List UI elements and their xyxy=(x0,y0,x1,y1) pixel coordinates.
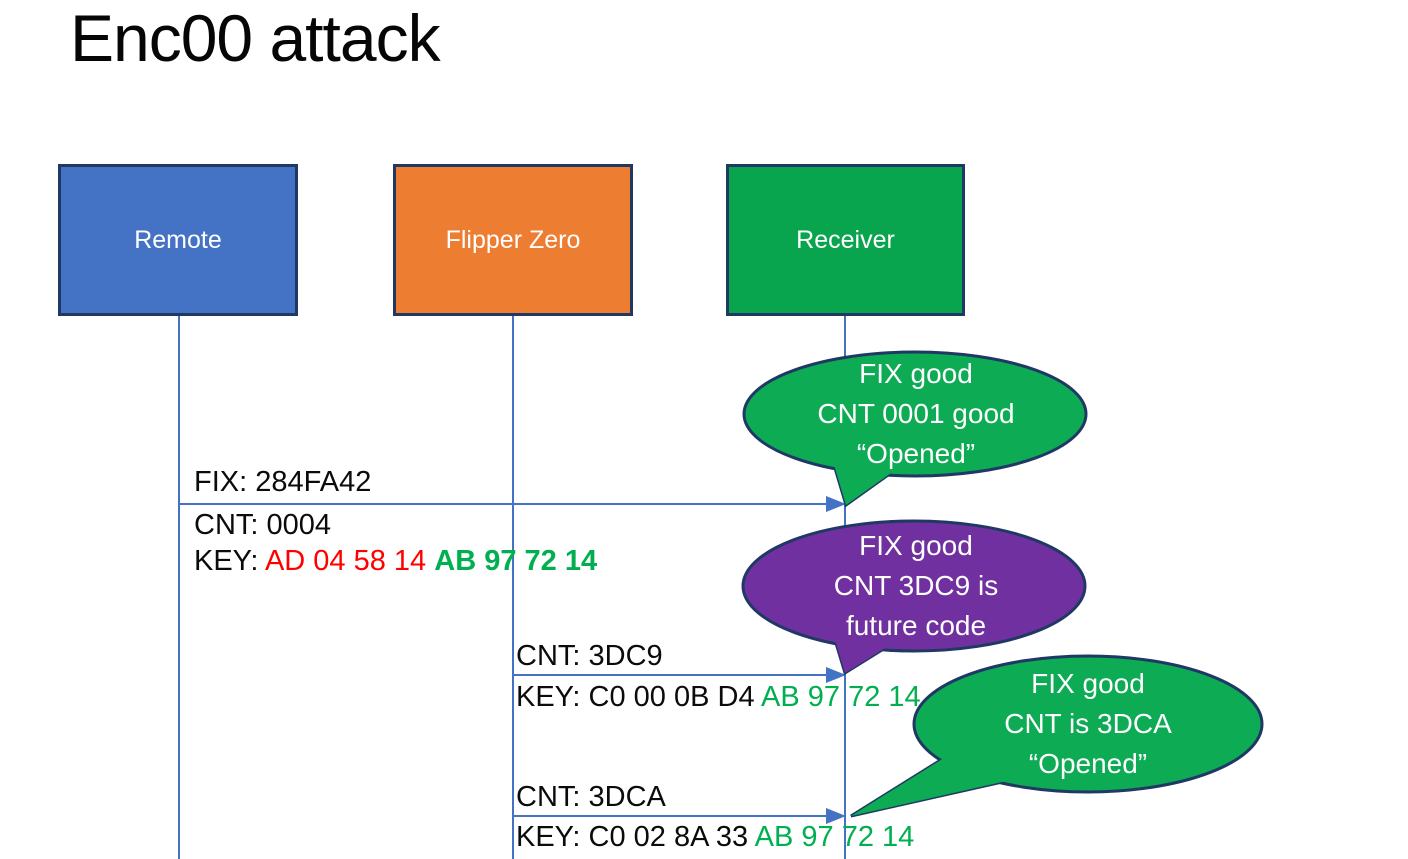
actor-label-receiver: Receiver xyxy=(796,225,895,254)
callout-2-line-1: FIX good xyxy=(859,530,973,561)
message-3-key-prefix: KEY: C0 02 8A 33 xyxy=(516,821,755,853)
message-1-arrow-line xyxy=(179,503,828,505)
callout-1-line-3: “Opened” xyxy=(856,438,976,469)
actor-box-receiver: Receiver xyxy=(726,164,965,316)
message-2-arrow-line xyxy=(513,674,828,676)
callout-3-text: FIX good CNT is 3DCA “Opened” xyxy=(913,664,1263,784)
callout-1-line-1: FIX good xyxy=(859,358,973,389)
message-3-key-green-part: AB 97 72 14 xyxy=(754,821,915,853)
actor-box-flipper-zero: Flipper Zero xyxy=(393,164,633,316)
callout-1-text: FIX good CNT 0001 good “Opened” xyxy=(740,354,1092,474)
message-1-key: KEY: AD 04 58 14 AB 97 72 14 xyxy=(194,545,597,578)
message-3-arrowhead-icon xyxy=(826,808,846,824)
callout-receiver-opened-2: FIX good CNT is 3DCA “Opened” xyxy=(840,650,1270,822)
message-2-cnt: CNT: 3DC9 xyxy=(516,640,663,672)
callout-1-line-2: CNT 0001 good xyxy=(817,398,1015,429)
callout-3-line-2: CNT is 3DCA xyxy=(1004,708,1172,739)
message-1-key-green-part: AB 97 72 14 xyxy=(434,545,598,577)
callout-2-line-2: CNT 3DC9 is xyxy=(833,570,999,601)
message-2-arrowhead-icon xyxy=(826,667,846,683)
message-1-arrowhead-icon xyxy=(826,496,846,512)
message-2-key-prefix: KEY: C0 00 0B D4 xyxy=(516,681,762,713)
actor-label-flipper-zero: Flipper Zero xyxy=(445,225,581,254)
message-3-arrow-line xyxy=(513,815,828,817)
callout-3-line-1: FIX good xyxy=(1031,668,1145,699)
callout-receiver-future-code: FIX good CNT 3DC9 is future code xyxy=(740,516,1092,680)
lifeline-remote xyxy=(178,316,180,859)
callout-receiver-opened-1: FIX good CNT 0001 good “Opened” xyxy=(740,348,1092,512)
message-1-key-prefix: KEY: xyxy=(194,545,265,577)
message-3-key: KEY: C0 02 8A 33 AB 97 72 14 xyxy=(516,821,914,854)
callout-3-line-3: “Opened” xyxy=(1028,748,1148,779)
speech-bubble-icon xyxy=(741,519,1087,676)
message-1-key-red-part: AD 04 58 14 xyxy=(264,545,435,577)
message-2-key-green-part: AB 97 72 14 xyxy=(761,681,921,713)
message-2-key: KEY: C0 00 0B D4 AB 97 72 14 xyxy=(516,681,921,714)
message-1-fix: FIX: 284FA42 xyxy=(194,466,372,498)
lifeline-flipper-zero xyxy=(512,316,514,859)
slide-title: Enc00 attack xyxy=(70,1,441,75)
message-3-cnt: CNT: 3DCA xyxy=(516,781,666,813)
actor-label-remote: Remote xyxy=(134,225,222,254)
speech-bubble-icon xyxy=(742,350,1088,508)
message-1-cnt: CNT: 0004 xyxy=(194,509,332,541)
speech-bubble-icon xyxy=(850,654,1264,818)
actor-box-remote: Remote xyxy=(58,164,298,316)
callout-2-line-3: future code xyxy=(845,610,987,641)
callout-2-text: FIX good CNT 3DC9 is future code xyxy=(740,526,1092,646)
